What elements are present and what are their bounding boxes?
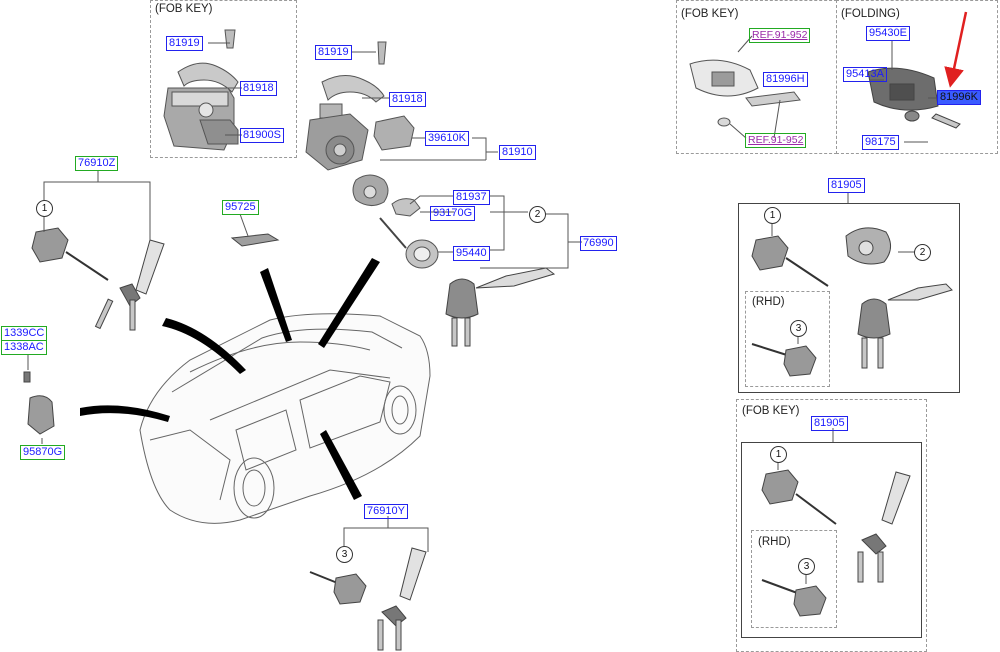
rhd-upper-box — [745, 291, 830, 387]
pointer-arrows — [80, 258, 380, 500]
callout-3-right-upper: 3 — [790, 320, 807, 337]
sensor-95870g-illustration — [23, 371, 55, 435]
part-label-81937[interactable]: 81937 — [453, 190, 490, 205]
part-label-81918-b[interactable]: 81918 — [389, 92, 426, 107]
lock-set-81905-fob-illustration — [761, 469, 911, 617]
lock-set-81905-box — [738, 203, 960, 393]
callout-1-right-lower: 1 — [770, 446, 787, 463]
part-label-76910y[interactable]: 76910Y — [364, 504, 408, 519]
door-lock-cylinder-76910z-illustration — [31, 227, 165, 331]
ref-label-91-952-top[interactable]: REF.91-952 — [749, 28, 811, 43]
callout-3-lower: 3 — [336, 546, 353, 563]
part-label-76910z[interactable]: 76910Z — [75, 156, 119, 171]
caption-fob-key-right: (FOB KEY) — [681, 8, 739, 20]
part-label-81905-upper[interactable]: 81905 — [828, 178, 865, 193]
callout-1-left: 1 — [36, 200, 53, 217]
part-label-1339cc[interactable]: 1339CC — [1, 326, 48, 341]
key-fob-76990-illustration — [445, 267, 556, 347]
caption-rhd-upper: (RHD) — [752, 296, 785, 308]
fob-key-right-box — [676, 0, 837, 154]
part-label-98175[interactable]: 98175 — [862, 135, 899, 150]
module-95725-illustration — [230, 233, 280, 247]
callout-2-right-upper: 2 — [914, 244, 931, 261]
caption-fob-key-lower: (FOB KEY) — [742, 405, 800, 417]
leader-lines — [27, 35, 936, 584]
part-label-81900s[interactable]: 81900S — [240, 128, 284, 143]
smart-key-fob-illustration — [689, 59, 801, 127]
caption-fob-key-top: (FOB KEY) — [155, 3, 213, 15]
part-label-39610k[interactable]: 39610K — [425, 131, 469, 146]
ref-label-91-952-bottom[interactable]: REF.91-952 — [745, 133, 807, 148]
ignition-lock-assembly-illustration — [305, 41, 439, 269]
lock-set-81905-fob-box — [741, 442, 922, 638]
callout-2-center: 2 — [529, 206, 546, 223]
red-indicator-arrow — [944, 11, 968, 88]
rhd-lower-box — [751, 530, 837, 628]
part-label-95725[interactable]: 95725 — [222, 200, 259, 215]
part-label-81918-a[interactable]: 81918 — [240, 81, 277, 96]
folding-key-illustration — [867, 67, 961, 129]
part-label-1338ac[interactable]: 1338AC — [1, 340, 47, 355]
part-label-95430e[interactable]: 95430E — [866, 26, 910, 41]
part-label-95440[interactable]: 95440 — [453, 246, 490, 261]
caption-rhd-lower: (RHD) — [758, 536, 791, 548]
part-label-81996k-highlighted[interactable]: 81996K — [937, 90, 981, 105]
part-label-81910[interactable]: 81910 — [499, 145, 536, 160]
fob-key-top-box — [150, 0, 297, 158]
part-label-95413a[interactable]: 95413A — [843, 67, 887, 82]
folding-box — [836, 0, 998, 154]
lock-set-81905-illustration — [751, 227, 953, 377]
door-lock-cylinder-76910y-illustration — [309, 547, 427, 651]
part-label-95870g[interactable]: 95870G — [20, 445, 66, 460]
suv-vehicle-illustration — [139, 313, 431, 524]
part-label-81905-lower[interactable]: 81905 — [811, 416, 848, 431]
part-label-81919-b[interactable]: 81919 — [315, 45, 352, 60]
part-label-93170g[interactable]: 93170G — [430, 206, 476, 221]
ignition-lock-fob-illustration — [163, 29, 239, 151]
part-label-81919-a[interactable]: 81919 — [166, 36, 203, 51]
part-label-81996h[interactable]: 81996H — [763, 72, 808, 87]
part-label-76990[interactable]: 76990 — [580, 236, 617, 251]
callout-1-right-upper: 1 — [764, 207, 781, 224]
callout-3-right-lower: 3 — [798, 558, 815, 575]
caption-folding: (FOLDING) — [841, 8, 900, 20]
